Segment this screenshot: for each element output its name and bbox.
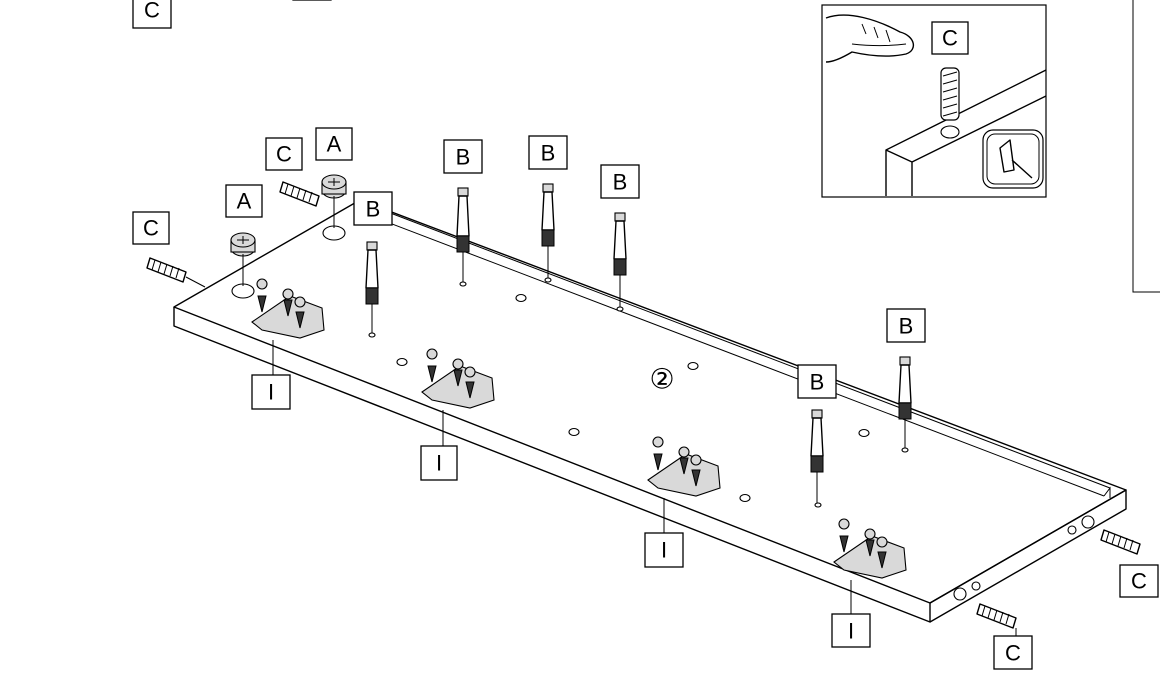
label-c-4: C xyxy=(993,635,1033,670)
svg-text:C: C xyxy=(143,216,159,241)
svg-text:A: A xyxy=(237,189,252,214)
label-a-2: A xyxy=(225,184,263,218)
inset-label-c: C xyxy=(931,21,969,55)
svg-text:C: C xyxy=(276,142,292,167)
bolt-b-4 xyxy=(365,241,379,333)
bolt-b-1 xyxy=(456,187,470,282)
label-c-2: C xyxy=(132,211,170,245)
dowel-c-3 xyxy=(1100,529,1141,555)
svg-text:I: I xyxy=(661,538,667,563)
svg-text:B: B xyxy=(810,370,825,395)
cam-lock-a-2 xyxy=(230,232,256,286)
hammer-icon xyxy=(982,129,1044,189)
label-b-5: B xyxy=(886,308,926,343)
svg-text:B: B xyxy=(366,197,381,222)
svg-text:A: A xyxy=(327,132,342,157)
label-c-3: C xyxy=(1119,564,1159,598)
svg-text:C: C xyxy=(942,26,958,51)
bolt-b-3 xyxy=(613,212,627,307)
shelf-board xyxy=(173,199,1127,623)
svg-text:B: B xyxy=(456,145,471,170)
bolt-b-5 xyxy=(898,356,912,448)
svg-text:I: I xyxy=(848,619,854,644)
bolt-b-2 xyxy=(541,183,555,278)
label-b-2: B xyxy=(528,135,568,170)
finger-icon xyxy=(825,14,915,63)
label-i-3: I xyxy=(644,532,684,568)
hinge-plate-3 xyxy=(647,436,721,497)
inset-detail: C xyxy=(821,4,1047,198)
svg-text:I: I xyxy=(436,451,442,476)
label-i-2: I xyxy=(420,445,458,481)
label-b-6: B xyxy=(797,364,837,399)
svg-text:I: I xyxy=(268,380,274,405)
label-b-3: B xyxy=(600,164,640,199)
inset-dowel xyxy=(940,67,960,139)
hinge-plate-1 xyxy=(251,278,325,339)
label-b-4: B xyxy=(353,191,393,226)
svg-text:B: B xyxy=(541,141,556,166)
svg-text:C: C xyxy=(1005,641,1021,666)
frame-edge xyxy=(1132,0,1160,293)
dowel-c-2 xyxy=(146,257,206,288)
dowel-c-1 xyxy=(279,181,320,207)
cam-lock-a-1 xyxy=(321,174,347,228)
label-i-4: I xyxy=(831,613,871,648)
label-c-1: C xyxy=(265,137,303,171)
svg-text:C: C xyxy=(144,0,160,23)
label-b-1: B xyxy=(443,139,483,174)
svg-text:B: B xyxy=(613,170,628,195)
hinge-plate-2 xyxy=(421,348,495,409)
label-a-1: A xyxy=(315,127,353,161)
svg-text:B: B xyxy=(899,314,914,339)
step-number: ② xyxy=(649,363,674,396)
hinge-plate-4 xyxy=(833,518,907,579)
bolt-b-6 xyxy=(810,409,824,503)
label-i-1: I xyxy=(251,374,291,410)
svg-text:C: C xyxy=(1131,569,1147,594)
board-holes xyxy=(231,225,1095,601)
dowel-c-4 xyxy=(976,603,1017,629)
label-c-topleft: C xyxy=(132,0,172,29)
